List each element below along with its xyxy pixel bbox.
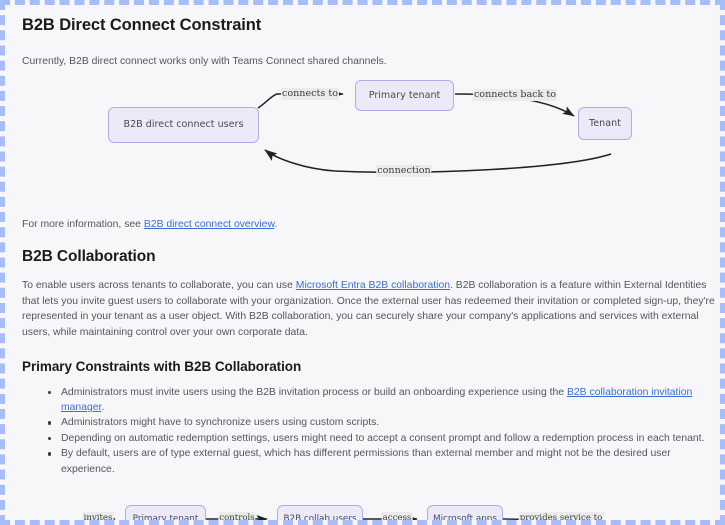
edge-label-text: connection xyxy=(377,164,431,176)
node-label: Primary tenant xyxy=(368,89,441,101)
constraints-list: Administrators must invite users using t… xyxy=(22,385,716,477)
diagram-b2b-collaboration: Tenant Primary tenant B2B collab users M… xyxy=(5,488,720,524)
link-b2b-collaboration-invitation-manager[interactable]: B2B collaboration invitation manager xyxy=(61,386,693,413)
node-b2b-collab-users: B2B collab users xyxy=(277,505,363,524)
link-b2b-direct-connect-overview[interactable]: B2B direct connect overview xyxy=(143,218,275,230)
edge-label-text: connects back to xyxy=(473,88,557,100)
link-microsoft-entra-b2b-collaboration[interactable]: Microsoft Entra B2B collaboration xyxy=(295,280,450,292)
more-info-paragraph: For more information, see B2B direct con… xyxy=(22,217,716,233)
edge-label-text: controls xyxy=(219,513,255,523)
document-content: B2B Direct Connect Constraint Currently,… xyxy=(5,5,720,524)
node-microsoft-apps: Microsoft apps xyxy=(427,505,503,524)
list-item: Depending on automatic redemption settin… xyxy=(48,431,716,446)
edge-label-controls: controls xyxy=(218,512,256,523)
node-label: Primary tenant xyxy=(132,514,199,524)
node-label: B2B direct connect users xyxy=(123,119,244,131)
more-info-suffix: . xyxy=(274,218,278,230)
list-item: By default, users are of type external g… xyxy=(48,446,716,477)
edge-label-text: access xyxy=(382,513,412,523)
node-label: B2B collab users xyxy=(283,514,357,524)
edge-label-provides-service-to: provides service to xyxy=(518,512,604,523)
page-title: B2B Direct Connect Constraint xyxy=(22,16,262,34)
heading-b2b-collaboration: B2B Collaboration xyxy=(22,248,156,266)
edge-label-text: provides service to xyxy=(519,513,603,523)
heading-primary-constraints: Primary Constraints with B2B Collaborati… xyxy=(22,358,302,374)
edge-label-connects-back-to: connects back to xyxy=(472,88,558,101)
list-item-pre: Administrators might have to synchronize… xyxy=(61,417,380,429)
diagram-b2b-direct-connect: B2B direct connect users Primary tenant … xyxy=(5,76,720,186)
node-b2b-direct-connect-users: B2B direct connect users xyxy=(108,106,259,143)
node-primary-tenant-bottom: Primary tenant xyxy=(125,505,206,524)
node-label: Tenant xyxy=(589,117,621,129)
node-tenant: Tenant xyxy=(578,106,632,140)
collaboration-paragraph: To enable users across tenants to collab… xyxy=(22,278,715,340)
edge-label-text: connects to xyxy=(281,87,339,99)
list-item-post: . xyxy=(101,401,105,413)
more-info-prefix: For more information, see xyxy=(22,218,144,230)
direct-connect-paragraph: Currently, B2B direct connect works only… xyxy=(22,56,387,67)
list-item-pre: By default, users are of type external g… xyxy=(61,448,671,475)
edge-label-connection: connection xyxy=(376,164,432,177)
collab-para-pre: To enable users across tenants to collab… xyxy=(22,280,296,292)
list-item-pre: Depending on automatic redemption settin… xyxy=(61,432,705,444)
node-label: Microsoft apps xyxy=(433,514,497,524)
list-item: Administrators must invite users using t… xyxy=(48,385,716,416)
node-primary-tenant: Primary tenant xyxy=(355,79,454,111)
collab-para-post: . B2B collaboration is a feature within … xyxy=(22,280,715,338)
edge-label-connects-to: connects to xyxy=(280,87,340,100)
list-item-pre: Administrators must invite users using t… xyxy=(61,386,567,398)
list-item: Administrators might have to synchronize… xyxy=(48,415,716,430)
edge-label-access: access xyxy=(381,512,413,523)
edge-label-invites: invites xyxy=(82,512,114,523)
edge-label-text: invites xyxy=(83,513,113,523)
